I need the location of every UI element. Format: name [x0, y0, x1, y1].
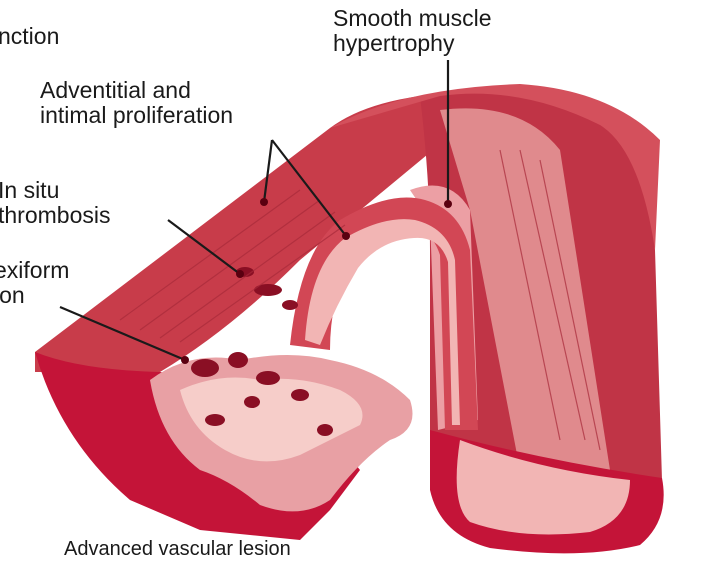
label-line: intimal proliferation: [40, 103, 233, 128]
label-line: thrombosis: [0, 203, 110, 228]
label-partial-top: nction: [0, 24, 59, 49]
label-line: ion: [0, 283, 69, 308]
label-line: hypertrophy: [333, 31, 492, 56]
figure-caption: Advanced vascular lesion: [64, 537, 291, 562]
label-adventitial-intimal-proliferation: Adventitial and intimal proliferation: [40, 78, 233, 128]
label-line: In situ: [0, 178, 110, 203]
label-line: Adventitial and: [40, 78, 233, 103]
label-smooth-muscle-hypertrophy: Smooth muscle hypertrophy: [333, 6, 492, 56]
label-in-situ-thrombosis: In situ thrombosis: [0, 178, 110, 228]
label-plexiform-lesion: exiform ion: [0, 258, 69, 308]
label-partial-top-text: nction: [0, 24, 59, 49]
label-line: exiform: [0, 258, 69, 283]
label-line: Smooth muscle: [333, 6, 492, 31]
